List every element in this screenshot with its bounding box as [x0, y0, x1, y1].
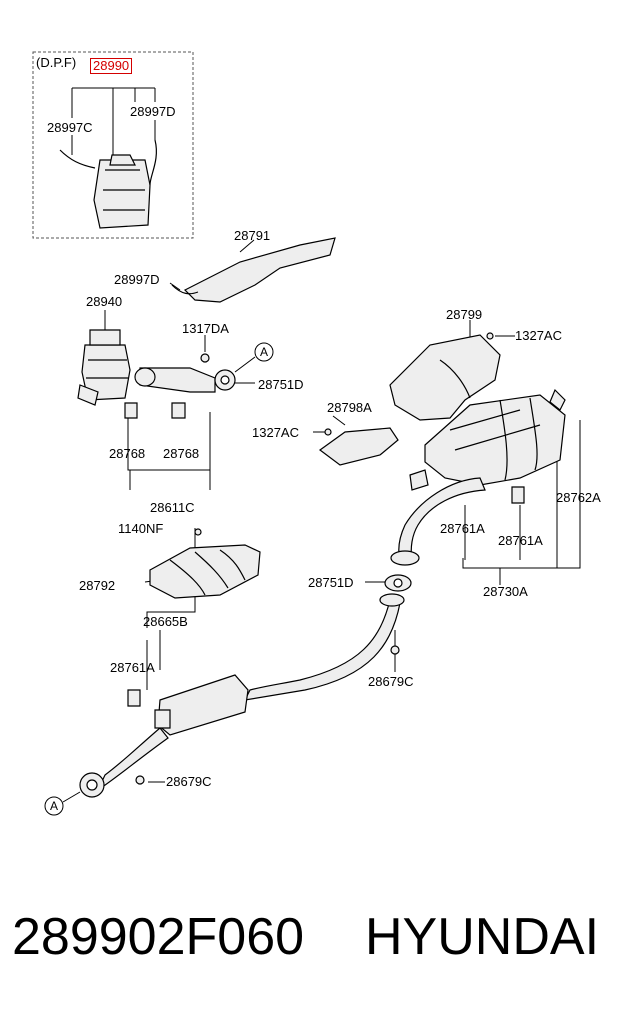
hanger-28768-left: [124, 402, 138, 419]
dpf-sensor-right-label: 28997D: [130, 104, 176, 119]
label-bolt-8679-right: 28679C: [368, 674, 414, 689]
label-hanger-set: 28611C: [150, 500, 195, 515]
converter-28940: [81, 344, 131, 401]
label-gasket-mid: 28751D: [308, 575, 354, 590]
label-sensor: 28997D: [114, 272, 160, 287]
marker-a-bottom-circle: [44, 796, 64, 816]
label-bolt-1327-left: 1327AC: [252, 425, 299, 440]
label-converter: 28940: [86, 294, 123, 309]
heat-shield-mid: [318, 427, 399, 466]
hanger-28768-right: [171, 402, 186, 419]
label-heat-shield-upper: 28791: [234, 228, 271, 243]
label-heat-shield-lower: 28792: [79, 578, 116, 593]
heat-shield-lower: [149, 544, 261, 599]
resonator: [157, 674, 249, 736]
dpf-box: [32, 51, 194, 239]
rear-muffler: [424, 394, 566, 486]
label-muffler-hanger-right: 28762A: [556, 490, 601, 505]
label-hanger-761-b: 28761A: [498, 533, 543, 548]
label-heat-shield-mid: 28798A: [327, 400, 372, 415]
label-center-pipe: 28665B: [143, 614, 188, 629]
label-bolt-1327-right: 1327AC: [515, 328, 562, 343]
hanger-28761a-lower: [127, 689, 141, 707]
exhaust-diagram: [32, 51, 581, 816]
label-muffler-assy: 28730A: [483, 584, 528, 599]
dpf-tag: (D.P.F): [36, 55, 77, 70]
label-bolt-1140: 1140NF: [118, 521, 164, 536]
marker-a-top: A: [260, 345, 269, 359]
footer-part-number: 289902F060: [12, 908, 305, 966]
marker-a-top-circle: [254, 342, 274, 362]
label-bolt-8679-left: 28679C: [166, 774, 212, 789]
heat-shield-rear: [389, 334, 501, 421]
marker-a-bottom: A: [50, 799, 59, 813]
label-hanger-right: 28768: [163, 446, 200, 461]
label-hanger-761-c: 28761A: [110, 660, 155, 675]
label-hanger-761-a: 28761A: [440, 521, 485, 536]
label-gasket-upper: 28751D: [258, 377, 304, 392]
dpf-part-number-highlight[interactable]: 28990: [90, 58, 133, 74]
label-heat-shield-rear: 28799: [446, 307, 483, 322]
footer-brand: HYUNDAI: [365, 908, 600, 966]
label-hanger-left: 28768: [109, 446, 146, 461]
dpf-sensor-left-label: 28997C: [47, 120, 93, 135]
dpf-converter: [93, 159, 151, 229]
heat-shield-upper: [183, 237, 336, 303]
label-bolt-1317: 1317DA: [182, 321, 229, 336]
